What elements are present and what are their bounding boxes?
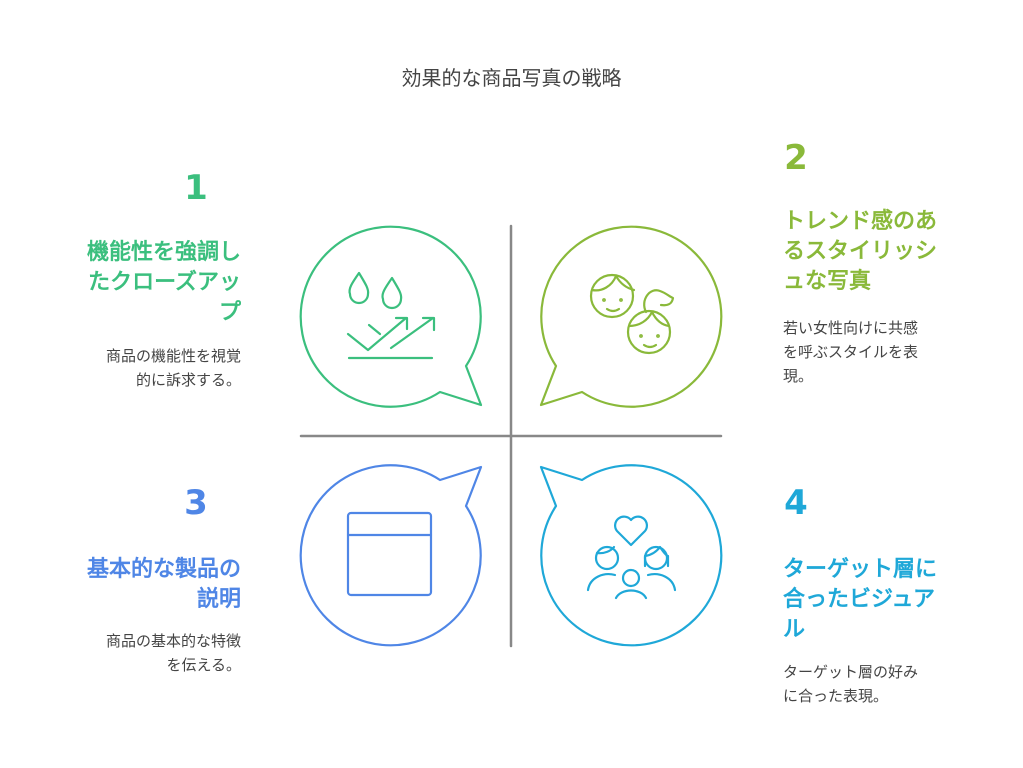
title-line: 合ったビジュア [783,587,936,612]
step-desc-1: 商品の機能性を視覚 的に訴求する。 [106,344,241,392]
step-title-4: ターゲット層に 合ったビジュア ル [783,555,937,645]
two-faces-icon [589,273,675,355]
water-drops-trend-arrows-icon [346,271,436,360]
title-line: ターゲット層に [783,557,938,582]
speech-bubble-1 [299,225,483,408]
desc-line: を伝える。 [166,656,241,674]
step-title-2: トレンド感のあ るスタイリッシ ュな写真 [783,207,937,297]
title-line: 説明 [196,587,241,612]
title-line: 基本的な製品の [86,557,241,582]
diagram-title: 効果的な商品写真の戦略 [401,66,622,90]
step-number-4: 4 [784,483,808,523]
step-number-3: 3 [184,483,208,523]
step-desc-3: 商品の基本的な特徴 を伝える。 [106,629,241,677]
window-frame-icon [346,511,433,597]
title-line: ュな写真 [783,269,872,294]
title-line: トレンド感のあ [783,209,938,234]
speech-bubble-4 [539,464,723,647]
desc-line: 商品の機能性を視覚 [105,347,241,365]
step-title-3: 基本的な製品の 説明 [87,555,241,615]
title-line: プ [218,300,241,325]
step-number-1: 1 [184,168,208,208]
people-heart-icon [586,515,677,600]
title-line: るスタイリッシ [783,239,938,264]
speech-bubble-3 [299,464,483,647]
step-desc-2: 若い女性向けに共感 を呼ぶスタイルを表 現。 [783,316,918,388]
desc-line: ターゲット層の好み [783,663,919,681]
step-title-1: 機能性を強調し たクローズアッ プ [87,238,241,328]
desc-line: 商品の基本的な特徴 [105,632,241,650]
desc-line: 若い女性向けに共感 [783,319,919,337]
desc-line: に合った表現。 [783,687,889,705]
step-desc-4: ターゲット層の好み に合った表現。 [783,660,918,708]
desc-line: を呼ぶスタイルを表 [783,343,919,361]
title-line: たクローズアッ [88,270,241,295]
desc-line: 的に訴求する。 [135,371,241,389]
step-number-2: 2 [784,138,808,178]
title-line: ル [783,617,806,642]
title-line: 機能性を強調し [86,240,241,265]
desc-line: 現。 [783,367,814,385]
speech-bubble-2 [539,225,723,408]
